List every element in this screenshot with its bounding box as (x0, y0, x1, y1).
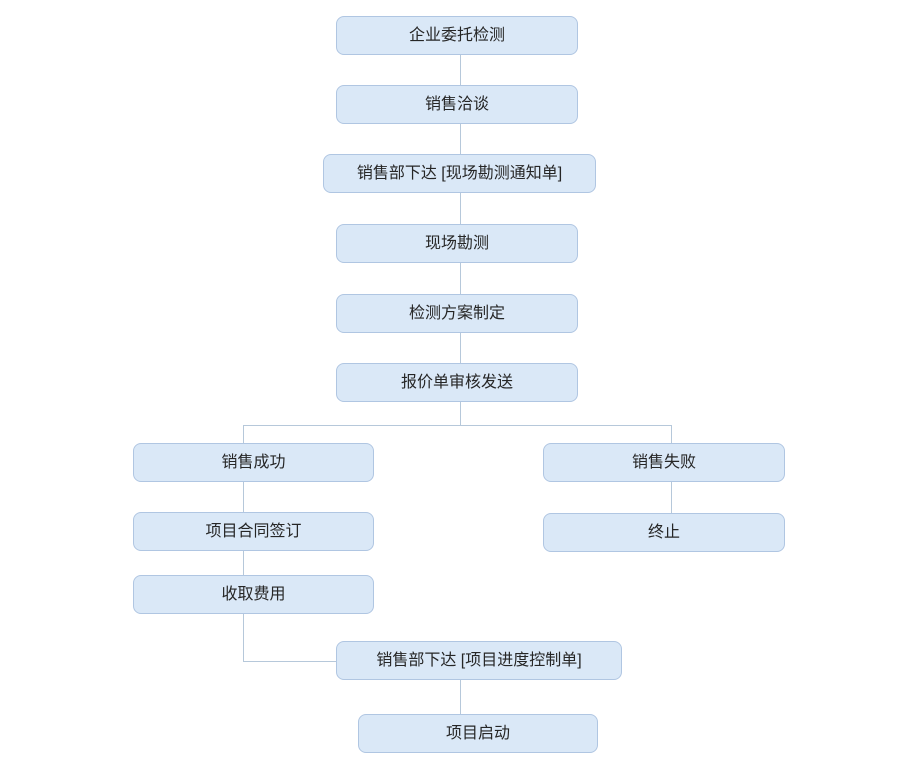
connector-plan-quotation (460, 333, 461, 363)
flow-node-progress-control: 销售部下达 [项目进度控制单] (336, 641, 622, 680)
connector-branch-horizontal (243, 425, 672, 426)
connector-success-contract (243, 482, 244, 512)
flow-node-sale-fail: 销售失败 (543, 443, 785, 482)
connector-branch-drop-fail (671, 425, 672, 443)
flow-node-entrust: 企业委托检测 (336, 16, 578, 55)
flow-node-site-survey: 现场勘测 (336, 224, 578, 263)
connector-branch-drop-success (243, 425, 244, 443)
connector-fee-elbow-horizontal (243, 661, 336, 662)
flow-node-fee: 收取费用 (133, 575, 374, 614)
flow-node-contract: 项目合同签订 (133, 512, 374, 551)
connector-contract-fee (243, 551, 244, 575)
connector-quotation-branch-stem (460, 402, 461, 425)
connector-entrust-negotiation (460, 55, 461, 85)
flow-node-terminate: 终止 (543, 513, 785, 552)
connector-negotiation-survey-notice (460, 124, 461, 154)
flow-node-negotiation: 销售洽谈 (336, 85, 578, 124)
connector-progress-project-start (460, 680, 461, 714)
flow-node-survey-notice: 销售部下达 [现场勘测通知单] (323, 154, 596, 193)
flow-node-plan: 检测方案制定 (336, 294, 578, 333)
connector-fail-terminate (671, 482, 672, 513)
flow-node-quotation: 报价单审核发送 (336, 363, 578, 402)
connector-site-survey-plan (460, 263, 461, 294)
connector-fee-elbow-vertical (243, 614, 244, 661)
connector-survey-notice-site-survey (460, 193, 461, 224)
flow-node-sale-success: 销售成功 (133, 443, 374, 482)
flow-node-project-start: 项目启动 (358, 714, 598, 753)
